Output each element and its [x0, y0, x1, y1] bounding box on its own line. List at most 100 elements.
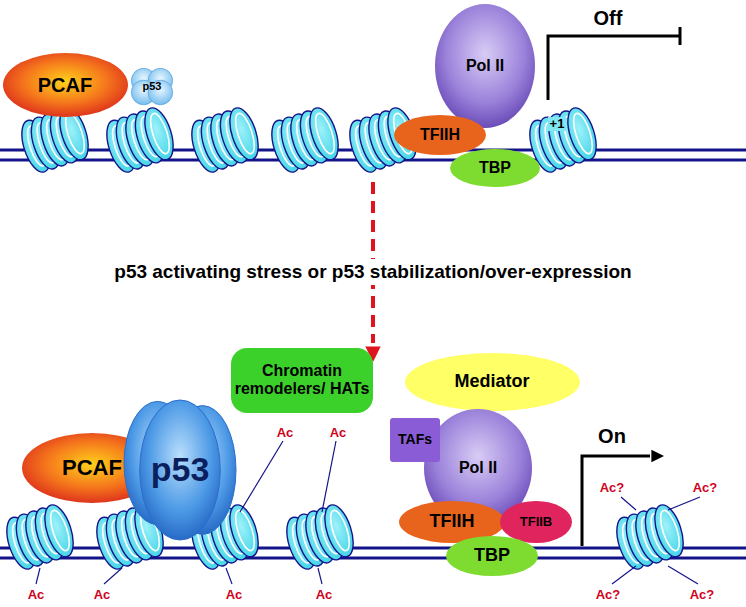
node-label: PCAF [62, 456, 122, 480]
node-label: Pol II [466, 57, 504, 75]
protein-node: Pol II [435, 4, 535, 128]
node-label: PCAF [38, 74, 92, 96]
node-text-group: TBP [479, 159, 511, 177]
dna-wrap [232, 111, 258, 155]
leader-line [104, 568, 122, 584]
node-label: TFIIH [420, 126, 460, 144]
dna-wrap [232, 508, 258, 552]
leader-line [322, 441, 336, 512]
leader-line [668, 497, 700, 510]
state-label: Off [594, 7, 623, 30]
acetylation-mark: Ac? [596, 587, 621, 602]
acetylation-mark: Ac? [690, 587, 715, 602]
protein-node: TBP [450, 149, 540, 187]
node-label: TFIIB [520, 515, 553, 529]
protein-ellipse [446, 536, 538, 576]
nucleosome [281, 501, 359, 572]
node-text-group: TFIIH [420, 126, 460, 144]
acetylation-mark: Ac [226, 587, 243, 602]
node-text-group: PCAF [62, 456, 122, 480]
node-text-group: TAFs [398, 432, 432, 447]
node-text-group: +1 [548, 117, 567, 131]
node-label: p53 [143, 80, 162, 92]
node-label: +1 [548, 117, 567, 131]
acetylation-mark: Ac [316, 587, 333, 602]
nucleosome [266, 104, 344, 175]
leader-line [226, 568, 232, 584]
nucleosome [101, 104, 179, 175]
transition-caption: p53 activating stress or p53 stabilizati… [110, 259, 635, 285]
node-text-group: Pol II [466, 57, 504, 75]
protein-ellipse [500, 501, 572, 543]
node-label: Mediator [454, 372, 529, 392]
dna-wrap [47, 508, 73, 552]
node-label: p53 [151, 451, 210, 488]
acetylation-mark: Ac [94, 587, 111, 602]
leader-line [240, 441, 283, 512]
histone-wrap [224, 104, 264, 163]
protein-ellipse [405, 353, 580, 411]
dna-wrap [147, 111, 173, 155]
histone-wrap [319, 501, 359, 560]
histone-wrap [224, 501, 264, 560]
protein-node: p53 [131, 68, 173, 104]
leader-line [36, 568, 40, 584]
nucleosome [186, 104, 264, 175]
transcription-on-arrow [582, 456, 650, 546]
nucleosome [1, 501, 79, 572]
dna-wrap [327, 508, 353, 552]
histone-wrap [39, 501, 79, 560]
acetylation-mark: Ac [330, 425, 347, 440]
protein-box [390, 418, 440, 462]
dna-wrap [657, 508, 683, 552]
node-text-group: Pol II [459, 459, 497, 477]
protein-node: p53 [124, 400, 236, 540]
node-text-group: p53 [143, 80, 162, 92]
leader-line [612, 566, 636, 584]
leader-line [621, 497, 636, 510]
protein-ellipse [450, 149, 540, 187]
node-text-group: TBP [474, 546, 510, 566]
protein-node: TFIIB [500, 501, 572, 543]
node-label: TFIIH [430, 512, 475, 532]
node-label: TBP [474, 546, 510, 566]
protein-node: +1 [547, 116, 568, 132]
state-label: On [598, 425, 626, 448]
node-label: TAFs [398, 432, 432, 447]
protein-node: TBP [446, 536, 538, 576]
histone-wrap [139, 104, 179, 163]
histone-wrap [562, 104, 602, 163]
dna-wrap [312, 111, 338, 155]
node-text-group: Chromatin remodelers/ HATs [231, 362, 373, 397]
protein-box [231, 348, 373, 413]
arrow-head [651, 450, 664, 463]
histone-wrap [649, 501, 689, 560]
dna-wrap [62, 111, 88, 155]
acetylation-mark: Ac [277, 425, 294, 440]
acetylation-mark: Ac [28, 587, 45, 602]
p53-subunit [140, 400, 221, 540]
node-label: Pol II [459, 459, 497, 477]
protein-node: Chromatin remodelers/ HATs [231, 348, 373, 413]
node-text-group: p53 [151, 451, 210, 488]
protein-ellipse [435, 4, 535, 128]
transcription-off-arrow [548, 36, 680, 100]
node-text-group: TFIIH [430, 512, 475, 532]
acetylation-mark: Ac? [600, 480, 625, 495]
leader-line [668, 566, 698, 584]
protein-ellipse [3, 53, 128, 117]
protein-node: TFIIH [394, 115, 486, 155]
protein-node: TAFs [390, 418, 440, 462]
protein-node: Mediator [405, 353, 580, 411]
protein-ellipse [394, 115, 486, 155]
nucleosome [611, 501, 689, 572]
histone-wrap [304, 104, 344, 163]
dna-wrap [570, 111, 596, 155]
acetylation-mark: Ac? [693, 480, 718, 495]
protein-node: PCAF [3, 53, 128, 117]
leader-line [318, 568, 322, 584]
block-bar [679, 27, 682, 45]
node-label: Chromatin remodelers/ HATs [231, 362, 373, 397]
node-text-group: Mediator [454, 372, 529, 392]
